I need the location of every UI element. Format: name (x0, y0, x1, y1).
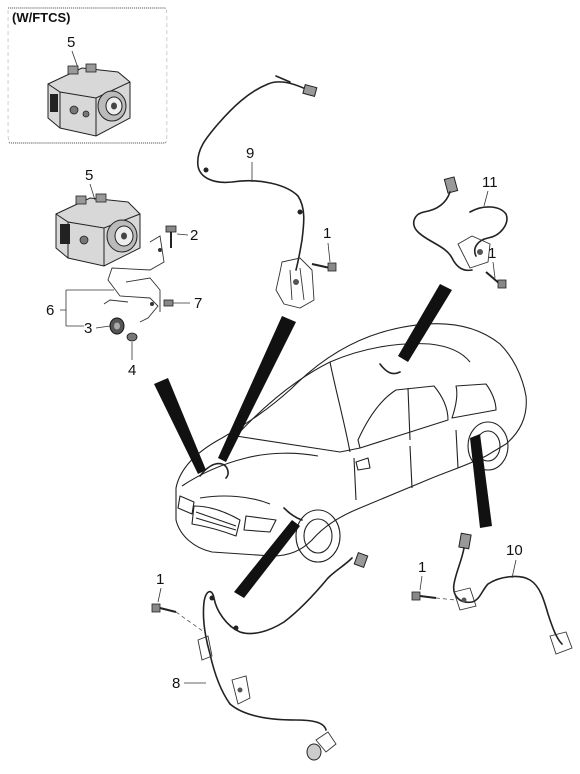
callout-2: 2 (190, 227, 198, 244)
front-left-sensor-cable-8 (197, 552, 369, 761)
inset-callout-5: 5 (67, 34, 75, 51)
inset-title: (W/FTCS) (12, 10, 70, 25)
bolt-1-rear-right (485, 271, 507, 289)
vehicle-outline (175, 323, 527, 563)
bolt-1-front-right (311, 262, 337, 272)
nut-4 (126, 332, 138, 342)
bolt-1-rear-left (411, 591, 457, 601)
callout-11: 11 (482, 174, 498, 191)
callout-9: 9 (246, 145, 254, 162)
hecu-bracket (103, 235, 165, 323)
hecu-module-inset (47, 63, 131, 137)
callout-6: 6 (46, 302, 54, 319)
callout-5: 5 (85, 167, 93, 184)
callout-10: 10 (506, 542, 523, 559)
callout-4: 4 (128, 362, 136, 379)
callout-8: 8 (172, 675, 180, 692)
pointer-arrows (154, 284, 492, 598)
hecu-module (55, 193, 141, 267)
callout-1-front-left: 1 (156, 571, 164, 588)
grommet-3 (109, 317, 125, 335)
rear-right-sensor-cable-11 (412, 176, 508, 272)
bolt-2 (165, 225, 177, 248)
rear-left-sensor-cable-10 (452, 532, 573, 655)
ftcs-inset: (W/FTCS) 5 (7, 7, 168, 144)
bolt-7 (163, 299, 174, 307)
callout-1-rear-left: 1 (418, 559, 426, 576)
front-right-sensor-cable-9 (196, 75, 318, 309)
callout-1-front-right: 1 (323, 225, 331, 242)
callout-7: 7 (194, 295, 202, 312)
callout-3: 3 (84, 320, 92, 337)
bolt-1-front-left (151, 603, 205, 633)
callout-1-rear-right: 1 (488, 245, 496, 262)
